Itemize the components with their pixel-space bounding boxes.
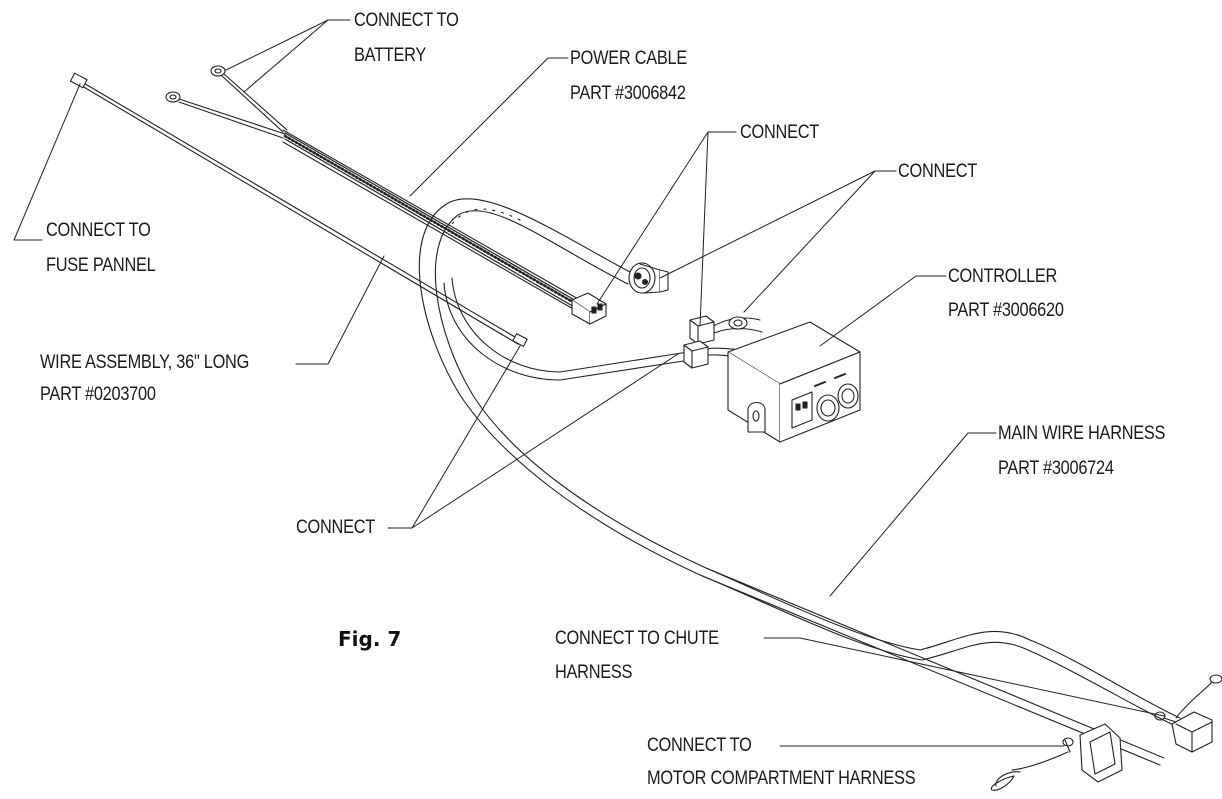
label-controller-line1: CONTROLLER (948, 266, 1058, 287)
label-main-harness-line1: MAIN WIRE HARNESS (998, 423, 1166, 444)
main-wire-harness (418, 198, 1181, 766)
label-chute-line2: HARNESS (555, 662, 633, 683)
label-connect-top: CONNECT (740, 122, 819, 143)
label-motor-line1: CONNECT TO (647, 735, 752, 756)
figure-label: Fig. 7 (338, 627, 402, 651)
controller (683, 315, 861, 443)
ring-terminal-1 (165, 91, 181, 103)
label-chute-line1: CONNECT TO CHUTE (555, 628, 719, 649)
label-connect-battery-line2: BATTERY (354, 45, 427, 66)
wire-assembly (69, 72, 528, 347)
ring-terminal-2 (210, 65, 226, 77)
label-power-cable-line2: PART #3006842 (570, 83, 686, 104)
power-cable (165, 65, 607, 325)
label-main-harness-line2: PART #3006724 (998, 458, 1114, 479)
label-connect-bottom: CONNECT (296, 517, 375, 538)
motor-connector (990, 723, 1123, 791)
label-wire-assembly-line2: PART #0203700 (40, 384, 156, 405)
power-cable-plug (571, 292, 607, 325)
round-connector (628, 262, 669, 294)
label-wire-assembly-line1: WIRE ASSEMBLY, 36" LONG (40, 352, 250, 373)
label-power-cable-line1: POWER CABLE (570, 48, 688, 69)
label-fuse-panel-line2: FUSE PANNEL (46, 255, 156, 276)
label-fuse-panel-line1: CONNECT TO (46, 220, 151, 241)
label-connect-right: CONNECT (898, 161, 977, 182)
chute-connector (1154, 674, 1222, 753)
leader-lines (13, 19, 1165, 747)
label-connect-battery-line1: CONNECT TO (354, 10, 459, 31)
label-controller-line2: PART #3006620 (948, 300, 1064, 321)
label-motor-line2: MOTOR COMPARTMENT HARNESS (647, 768, 916, 789)
